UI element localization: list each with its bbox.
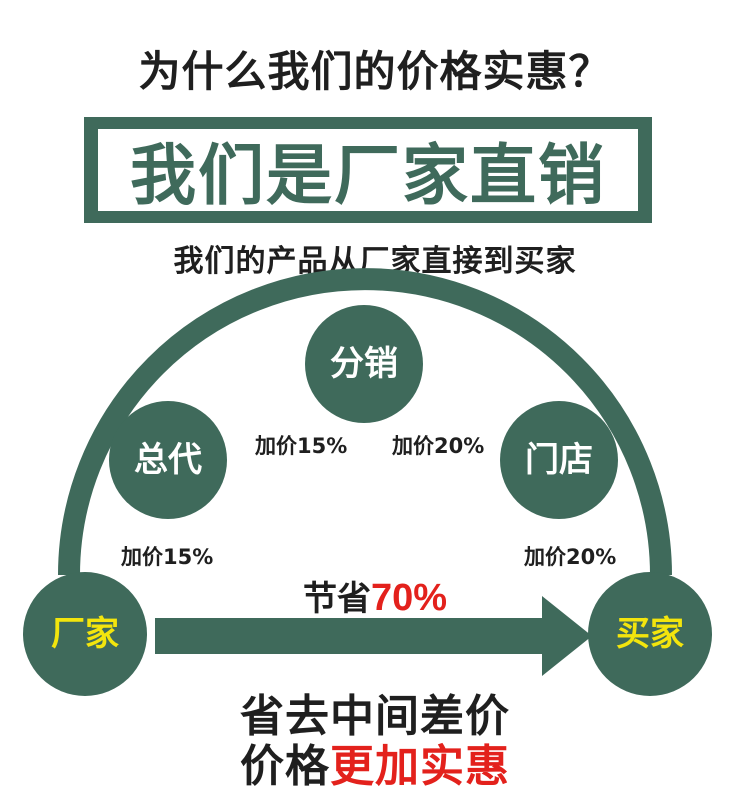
banner: 我们是厂家直销	[84, 117, 652, 223]
supply-chain-arc	[58, 268, 672, 576]
node-buyer-label: 买家	[616, 614, 684, 654]
node-agent: 总代	[109, 401, 227, 519]
markup-factory-agent: 加价15%	[121, 545, 214, 569]
bottom-line-1: 省去中间差价	[240, 691, 510, 742]
node-store-label: 门店	[525, 440, 593, 480]
banner-text: 我们是厂家直销	[130, 137, 606, 214]
node-distributor-circle	[305, 305, 423, 423]
bottom-line-2-prefix: 价格	[240, 741, 330, 792]
node-store: 门店	[500, 401, 618, 519]
markup-store-buyer: 加价20%	[524, 545, 617, 569]
savings-label: 节省70%	[0, 571, 750, 620]
bottom-line-2-highlight: 更加实惠	[330, 741, 510, 792]
banner-inner: 我们是厂家直销	[98, 129, 638, 214]
node-distributor-label: 分销	[330, 344, 398, 384]
node-store-circle	[500, 401, 618, 519]
savings-prefix: 节省	[302, 579, 371, 619]
node-distributor: 分销	[305, 305, 423, 423]
node-factory-label: 厂家	[51, 614, 119, 654]
markup-agent-distributor: 加价15%	[255, 434, 348, 458]
bottom-line-2: 价格更加实惠	[0, 730, 750, 794]
direct-arrow	[155, 596, 592, 676]
markup-distributor-store: 加价20%	[392, 434, 485, 458]
node-buyer: 买家	[588, 572, 712, 696]
savings-percent: 70%	[370, 577, 448, 619]
page-title: 为什么我们的价格实惠？	[138, 47, 612, 96]
node-agent-circle	[109, 401, 227, 519]
node-agent-label: 总代	[134, 440, 202, 480]
node-factory: 厂家	[23, 572, 147, 696]
node-buyer-circle	[588, 572, 712, 696]
node-factory-circle	[23, 572, 147, 696]
